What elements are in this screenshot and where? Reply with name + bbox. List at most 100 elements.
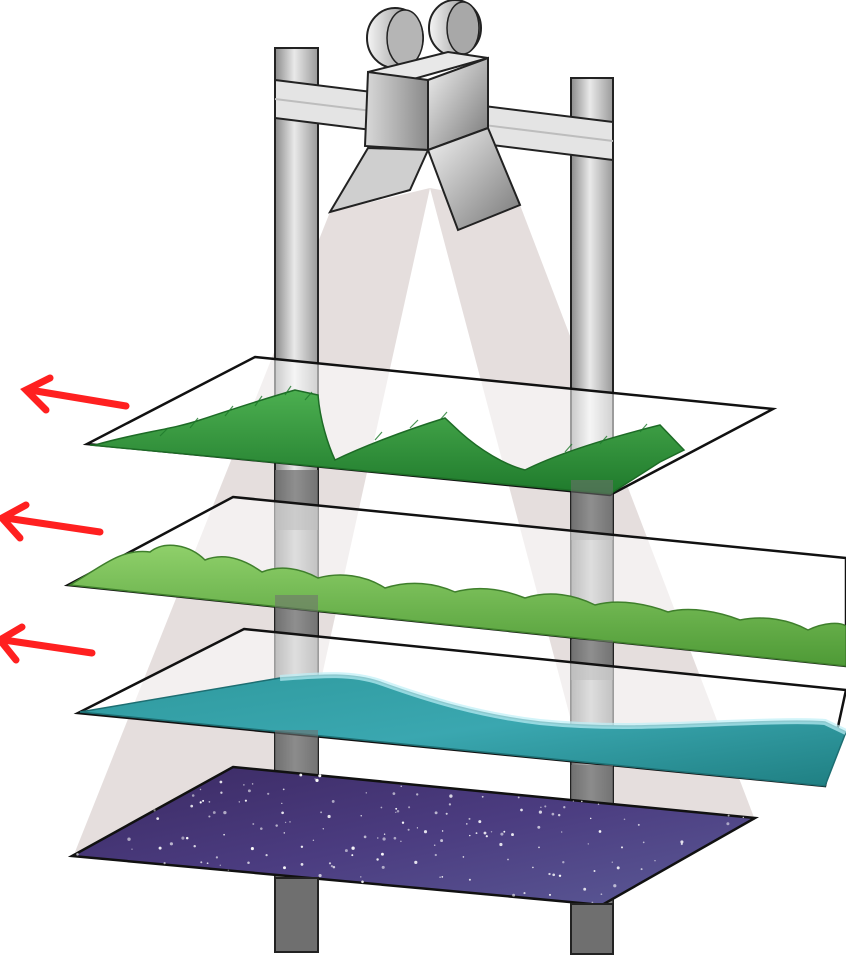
star (408, 806, 411, 809)
star (593, 870, 596, 872)
star (563, 806, 566, 809)
star (507, 858, 509, 861)
star (481, 795, 484, 798)
star (544, 805, 547, 808)
star (462, 856, 465, 858)
star (680, 842, 683, 846)
star (250, 847, 254, 851)
star (445, 812, 448, 815)
star (238, 801, 241, 803)
star (163, 862, 166, 865)
camera-body-front (363, 70, 429, 152)
star (76, 853, 79, 856)
star (742, 816, 745, 819)
star (363, 835, 367, 839)
star (395, 807, 398, 810)
star (191, 794, 195, 797)
star (620, 846, 624, 849)
star (616, 866, 620, 870)
star (185, 836, 189, 840)
star (552, 873, 556, 877)
star (199, 801, 202, 804)
star (127, 837, 131, 841)
star (227, 869, 229, 871)
star (469, 834, 471, 837)
star (441, 830, 444, 832)
star (726, 822, 730, 826)
star (401, 821, 405, 824)
star (475, 832, 478, 835)
layer-water (73, 627, 846, 788)
star (517, 796, 520, 799)
star (320, 811, 323, 814)
star (548, 893, 552, 896)
star (360, 815, 362, 817)
star (393, 836, 397, 840)
star (199, 788, 202, 791)
star (512, 893, 516, 897)
star (611, 861, 613, 863)
star (215, 856, 219, 859)
star (331, 799, 335, 803)
star (414, 860, 418, 865)
star (376, 858, 379, 861)
arrow-left-icon (0, 501, 104, 542)
star (423, 830, 428, 834)
star (523, 892, 526, 895)
star (478, 820, 482, 824)
star (153, 809, 156, 812)
star (200, 861, 203, 864)
star (572, 800, 575, 802)
star (562, 861, 565, 864)
star (400, 840, 402, 843)
star (251, 783, 254, 785)
star (468, 878, 471, 881)
star (416, 793, 419, 796)
star (283, 832, 286, 834)
star (252, 823, 255, 825)
star (441, 876, 444, 878)
star (439, 876, 441, 879)
star (440, 839, 444, 843)
star (538, 846, 540, 849)
star (589, 817, 592, 820)
star (327, 814, 331, 819)
star (377, 837, 379, 839)
star (434, 853, 437, 857)
star (433, 844, 436, 846)
star (532, 866, 534, 869)
star (449, 794, 453, 798)
star (344, 849, 348, 853)
star (208, 801, 211, 803)
star (312, 839, 315, 841)
star (540, 806, 542, 808)
star (551, 812, 555, 816)
star (275, 824, 278, 827)
star (587, 843, 589, 845)
rail-front-segments-3 (275, 730, 613, 805)
star (434, 811, 438, 815)
star (247, 861, 250, 865)
rail-bottom-segments (274, 877, 614, 955)
star (318, 874, 322, 878)
star (642, 841, 645, 844)
star (382, 837, 386, 841)
star (483, 831, 487, 835)
star (330, 865, 333, 868)
star (208, 815, 211, 818)
star (289, 821, 291, 823)
star (392, 792, 396, 795)
star (558, 874, 562, 878)
star (416, 827, 419, 829)
star (260, 827, 263, 830)
star (300, 863, 304, 866)
star (395, 811, 397, 813)
star (158, 846, 162, 850)
star (243, 784, 245, 786)
star (600, 893, 603, 896)
star (407, 828, 410, 831)
star (281, 811, 284, 815)
star (468, 817, 471, 820)
